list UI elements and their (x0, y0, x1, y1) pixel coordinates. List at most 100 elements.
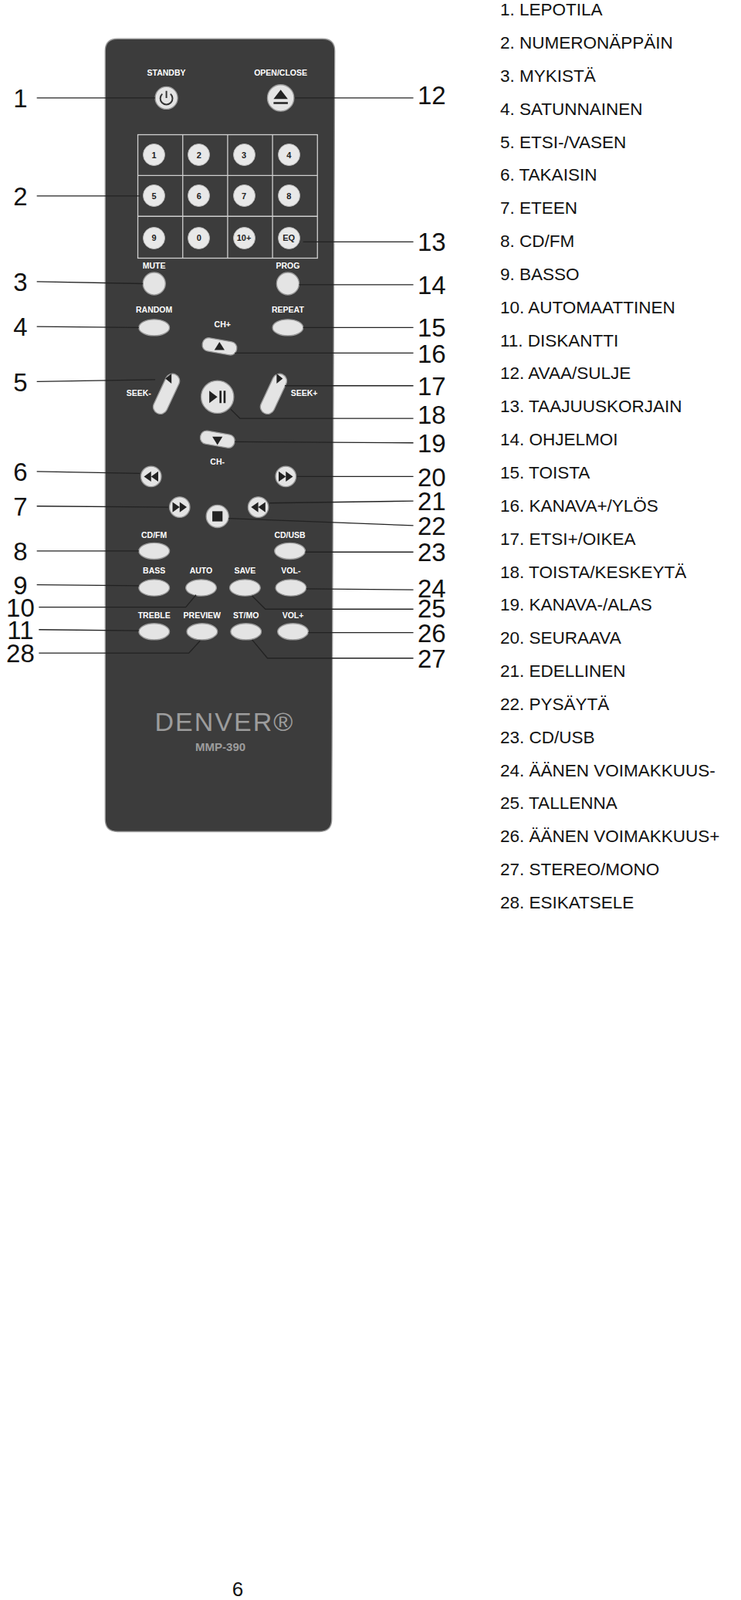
button-label: MUTE (142, 261, 166, 271)
oval-button (230, 623, 262, 640)
callout-number: 20 (417, 463, 447, 490)
keypad-button: 4 (277, 143, 301, 166)
key-text: 8 (286, 191, 291, 201)
legend-item: 17. ETSI+/OIKEA (500, 530, 637, 549)
leader-line (37, 471, 141, 474)
leader-line (306, 588, 414, 590)
callout-number: 25 (417, 595, 447, 622)
leader-line (37, 379, 156, 383)
callout-number: 4 (13, 314, 28, 340)
legend-item: 14. OHJELMOI (500, 431, 619, 450)
legend-item: 5. ETSI-/VASEN (500, 133, 626, 152)
rewind-button (141, 466, 162, 487)
leader-line (230, 409, 414, 419)
button-label: AUTO (189, 566, 214, 576)
leader-line (303, 327, 414, 329)
leader-line (37, 195, 141, 197)
callout-number: 3 (13, 268, 28, 295)
button-label: SAVE (233, 566, 256, 576)
legend-item: 6. TAKAISIN (500, 166, 597, 185)
leader-line (234, 441, 413, 443)
legend-item: 3. MYKISTÄ (500, 67, 596, 86)
leader-line (297, 476, 414, 478)
button-label: BASS (142, 566, 166, 576)
grid-line (271, 135, 273, 259)
standby-button (155, 86, 178, 109)
key-text: 9 (152, 233, 157, 243)
page-number: 6 (232, 1579, 244, 1600)
keypad-button: 7 (233, 184, 256, 207)
legend-item: 24. ÄÄNEN VOIMAKKUUS- (500, 761, 716, 780)
legend-item: 20. SEURAAVA (500, 629, 622, 648)
callout-number: 17 (417, 372, 447, 399)
brand-logo: DENVER® (155, 708, 295, 735)
button-label: CD/FM (141, 531, 167, 540)
leader-line (252, 639, 414, 659)
key-text: 2 (196, 150, 202, 160)
legend-item: 25. TALLENNA (500, 795, 618, 813)
callout-number: 26 (417, 619, 447, 646)
button-label: RANDOM (135, 304, 173, 314)
keypad-button: 3 (233, 143, 256, 166)
grid-line (138, 175, 319, 176)
legend-item: 12. AVAA/SULJE (500, 365, 631, 383)
leader-line (303, 241, 414, 243)
button-label: CH+ (214, 320, 231, 329)
leader-line (234, 352, 413, 354)
leader-line (38, 595, 197, 608)
keypad-grid (138, 135, 319, 259)
mute-button (142, 272, 166, 295)
callout-number: 5 (13, 368, 28, 395)
leader-line (38, 640, 200, 654)
button-label: CD/USB (274, 531, 305, 540)
button-label: SEEK- (126, 389, 152, 398)
key-text: 6 (196, 191, 202, 201)
previous-button (247, 497, 268, 518)
callout-number: 28 (6, 640, 35, 667)
callout-number: 13 (417, 229, 447, 255)
oval-button (230, 579, 261, 596)
grid-line (226, 135, 228, 259)
transport-icon (250, 501, 266, 512)
stop-icon (212, 510, 223, 522)
remote-body (104, 38, 335, 832)
button-label: STANDBY (147, 68, 187, 78)
legend-item: 9. BASSO (500, 266, 580, 285)
key-text: 4 (286, 150, 291, 160)
up-icon (214, 341, 225, 351)
legend-item: 1. LEPOTILA (500, 1, 603, 20)
legend-item: 15. TOISTA (500, 464, 590, 483)
oval-button (138, 579, 170, 596)
play-pause-button (201, 380, 234, 413)
button-label: REPEAT (271, 304, 305, 314)
grid-line (182, 135, 183, 259)
button-label: VOL- (280, 566, 301, 576)
eject-icon (273, 89, 288, 105)
legend-item: 19. KANAVA-/ALAS (500, 596, 653, 615)
grid-line (138, 216, 319, 217)
prog-button (276, 272, 299, 295)
keypad-button: 10+ (233, 226, 256, 250)
legend-item: 4. SATUNNAINEN (500, 101, 643, 119)
callout-number: 2 (13, 182, 28, 209)
button-label: ST/MO (233, 611, 259, 620)
ch-up-button (201, 336, 238, 356)
oval-button (138, 319, 170, 336)
stop-button (206, 504, 229, 528)
power-icon (160, 91, 173, 105)
leader-line (298, 284, 413, 285)
callout-number: 9 (13, 571, 28, 598)
callout-number: 11 (6, 616, 34, 643)
legend-item: 26. ÄÄNEN VOIMAKKUUS+ (500, 828, 720, 846)
oval-button (186, 579, 217, 596)
transport-icon (278, 471, 294, 482)
leader-line (37, 550, 139, 552)
oval-button (186, 623, 218, 640)
callout-number: 21 (417, 488, 447, 515)
keypad-button: 8 (277, 184, 301, 207)
leader-line (294, 97, 413, 99)
callout-number: 14 (417, 271, 447, 298)
next-button (275, 466, 296, 487)
leader-line (252, 595, 414, 610)
keypad-button: 0 (187, 226, 210, 250)
